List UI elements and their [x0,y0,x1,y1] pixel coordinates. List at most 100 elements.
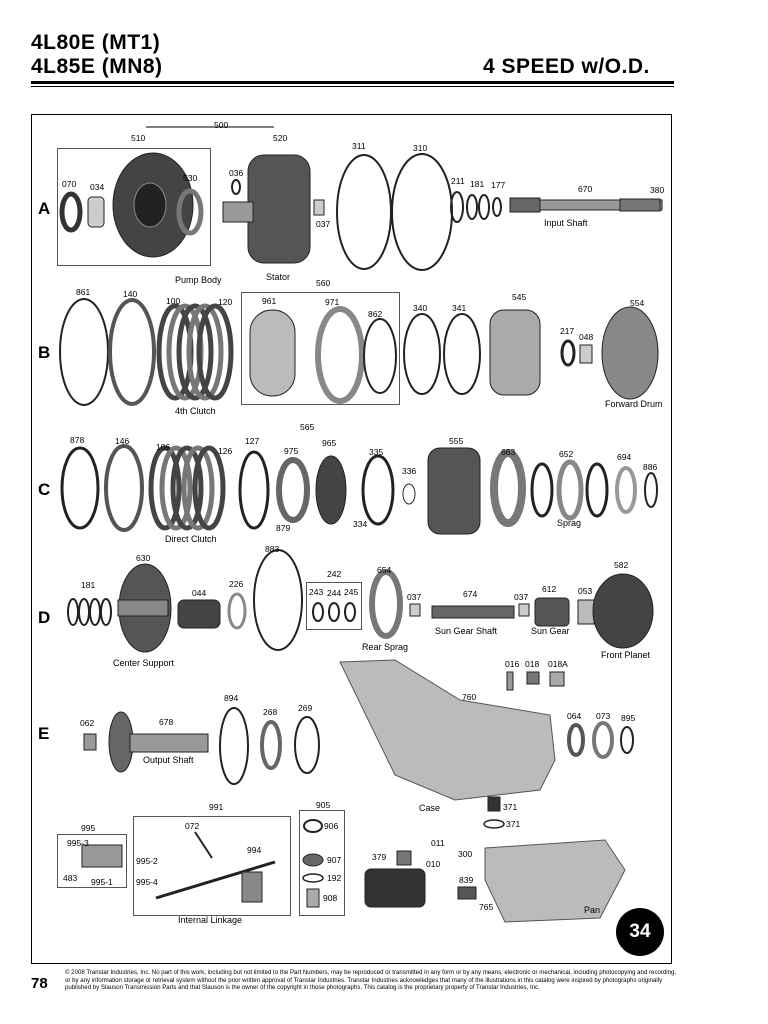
caption-output-shaft: Output Shaft [143,755,194,765]
part-label: 895 [621,713,636,723]
part-label: 226 [229,579,244,589]
linkage-rod [155,860,276,900]
part-335-ring [361,454,395,526]
part-label: 379 [372,852,387,862]
part-label: 862 [368,309,383,319]
part-034-bushing [87,196,105,228]
part-label: 565 [300,422,315,432]
caption-pump-body: Pump Body [175,275,222,285]
linkage-detent [81,844,123,868]
caption-sprag: Sprag [557,518,582,528]
part-label: 100 [166,296,181,306]
part-label: 905 [316,800,331,810]
sprag-ring-1 [530,462,554,518]
part-883-ring [253,549,303,651]
part-label: 971 [325,297,340,307]
part-label: 663 [501,447,516,457]
part-062-bushing [83,733,97,751]
part-371-plug [487,796,501,812]
part-217-washer [560,339,576,367]
part-555-drum [427,447,481,535]
caption-case: Case [419,803,441,813]
part-886-ring [644,472,658,508]
part-label: 975 [284,446,299,456]
part-label: 126 [218,446,233,456]
part-label: 510 [131,133,146,143]
part-530-gear [176,188,204,236]
part-label: 016 [505,659,520,669]
part-label: 181 [470,179,485,189]
part-label: 995-4 [136,877,158,887]
part-037-bushing-d2 [518,603,530,617]
part-label: 765 [479,902,494,912]
part-878-ring [60,446,100,530]
part-label: 140 [123,289,138,299]
part-label: 995 [81,823,96,833]
header-rule-thick [31,81,674,84]
part-016 [506,671,514,691]
part-243-ring [312,602,324,622]
part-label: 991 [209,802,224,812]
part-label: 961 [262,296,277,306]
part-label: 560 [316,278,331,288]
part-label: 652 [559,449,574,459]
part-070-washer [59,191,83,233]
part-140-plate [108,298,156,406]
part-694-washer [615,466,637,514]
part-861-ring [59,298,109,406]
caption-rear-sprag: Rear Sprag [362,642,409,652]
part-label: 760 [462,692,477,702]
part-894-ring [219,707,249,785]
part-label: 048 [579,332,594,342]
part-127-plate [238,450,270,530]
part-label: 908 [323,893,338,903]
caption-sun-gear: Sun Gear [531,626,570,636]
caption-4th-clutch: 4th Clutch [175,406,216,416]
caption-stator: Stator [266,272,291,282]
part-862-ring [363,318,397,394]
forward-drum-shape [601,306,659,400]
part-839-magnet [457,886,477,900]
part-label: 070 [62,179,77,189]
rear-sprag-shape [369,569,403,639]
part-018a [549,671,565,687]
part-label: 674 [463,589,478,599]
part-064-ring [567,723,585,757]
part-label: 211 [451,176,465,186]
part-label: 654 [377,565,392,575]
part-906-spring [303,819,323,833]
part-label: 269 [298,703,313,713]
part-label: 995-1 [91,877,113,887]
part-label: 300 [458,849,473,859]
pump-body-group-box [57,148,211,266]
part-label: 678 [159,717,174,727]
part-971-spring [315,306,365,404]
row-letter-e: E [38,724,50,743]
part-048-bushing [579,344,593,364]
part-371-oring [483,819,505,829]
caption-internal-linkage: Internal Linkage [178,915,243,925]
copyright-notice: © 2008 Transtar Industries, Inc. No part… [65,969,677,992]
part-907-valve [302,853,324,867]
part-961-piston [249,309,296,397]
part-label: 334 [353,519,368,529]
part-label: 310 [413,143,428,153]
part-label: 034 [90,182,105,192]
part-895-ring [620,726,634,754]
part-label: 127 [245,436,260,446]
row-letter-c: C [38,480,51,499]
part-label: 612 [542,584,557,594]
part-label: 064 [567,711,582,721]
part-label: 217 [560,326,575,336]
part-label: 520 [273,133,288,143]
part-018 [526,671,540,685]
part-label: 336 [402,466,417,476]
part-311-seal [336,154,392,270]
pan-shape [484,839,626,923]
direct-clutch-pack-1 [148,445,182,531]
part-label: 879 [276,523,291,533]
part-label: 018 [525,659,540,669]
header-rule-thin [31,86,674,87]
caption-pan: Pan [584,905,601,915]
